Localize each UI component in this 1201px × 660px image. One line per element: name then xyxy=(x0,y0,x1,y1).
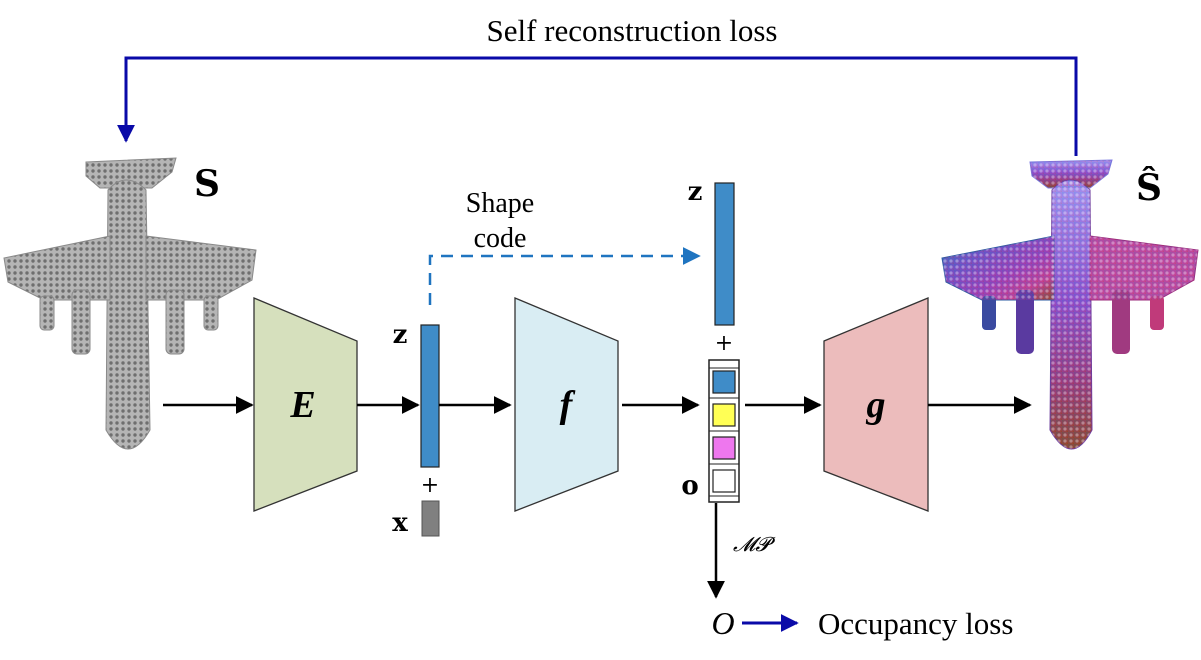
plus-bottom: + xyxy=(421,473,439,498)
network-f-block xyxy=(514,297,619,512)
occupancy-o-label: o xyxy=(681,471,698,501)
occupancy-cell-yellow xyxy=(712,403,736,427)
latent-z-label-left: z xyxy=(393,320,408,350)
shape-code-arrow xyxy=(428,247,701,305)
occupancy-vector xyxy=(708,359,740,503)
point-x-label: x xyxy=(392,508,408,538)
latent-code-bar-top xyxy=(714,182,735,326)
occupancy-cell-white xyxy=(712,469,736,493)
latent-code-bar xyxy=(420,324,440,468)
encoder-block xyxy=(253,297,358,512)
plus-top: + xyxy=(715,331,733,356)
self-reconstruction-loss-label: Self reconstruction loss xyxy=(486,13,777,48)
occupancy-O-label: O xyxy=(711,605,734,641)
shape-code-label-line1: Shape xyxy=(466,188,534,219)
max-pool-label: 𝓜𝓟 xyxy=(733,532,775,556)
encoder-label: E xyxy=(289,384,315,426)
occupancy-cell-magenta xyxy=(712,436,736,460)
input-shape-label: S xyxy=(194,163,220,205)
input-point-cloud xyxy=(3,157,257,450)
self-reconstruction-arrow xyxy=(117,56,1078,156)
occupancy-loss-label: Occupancy loss xyxy=(818,606,1013,641)
shape-code-label-line2: code xyxy=(474,223,527,254)
network-g-block xyxy=(823,297,929,512)
occupancy-cell-blue xyxy=(712,370,736,394)
network-g-label: g xyxy=(866,384,886,426)
latent-z-label-top: z xyxy=(688,177,703,207)
network-f-label: f xyxy=(560,384,576,426)
output-point-cloud xyxy=(941,159,1199,450)
point-x-bar xyxy=(421,500,440,537)
output-shape-label: Ŝ xyxy=(1136,167,1162,209)
